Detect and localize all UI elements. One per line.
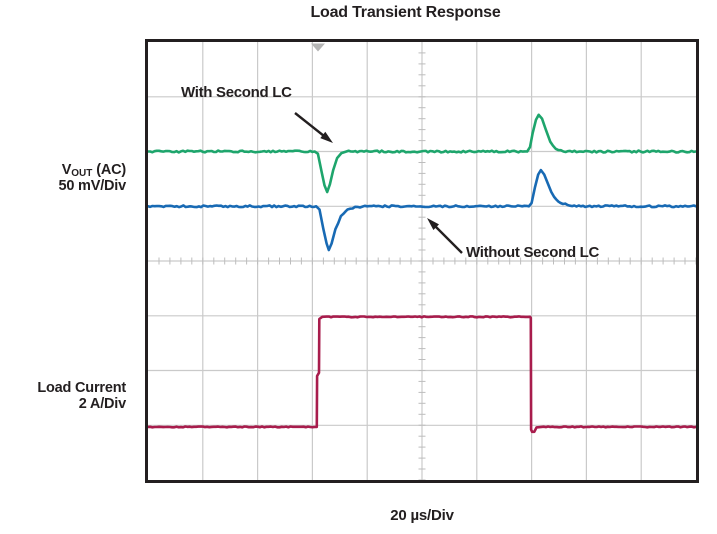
arrow-with-second-lc-icon: [294, 112, 333, 143]
load-current-axis-name: Load Current: [37, 380, 126, 396]
trace-load-current: [148, 315, 696, 434]
trigger-marker-icon: [311, 43, 325, 52]
time-base-label: 20 µs/Div: [390, 507, 454, 524]
trace-without-second-lc: [148, 168, 696, 252]
scope-plot: [148, 42, 696, 480]
trace-with-second-lc: [148, 113, 696, 194]
annotation-with-second-lc: With Second LC: [181, 84, 292, 101]
chart-title: Load Transient Response: [310, 4, 501, 21]
load-current-axis-label: Load Current 2 A/Div: [0, 380, 126, 412]
scope-graticule-area: [145, 39, 699, 483]
grid-and-traces: [148, 42, 696, 480]
plot-overlays: [294, 43, 463, 254]
annotation-without-second-lc: Without Second LC: [466, 244, 600, 261]
vout-axis-label: VOUT (AC) 50 mV/Div: [0, 162, 126, 194]
vout-axis-scale: 50 mV/Div: [58, 177, 126, 194]
vout-axis-name: VOUT (AC): [61, 162, 126, 179]
arrow-without-second-lc-icon: [427, 218, 463, 254]
load-current-axis-scale: 2 A/Div: [78, 395, 126, 412]
